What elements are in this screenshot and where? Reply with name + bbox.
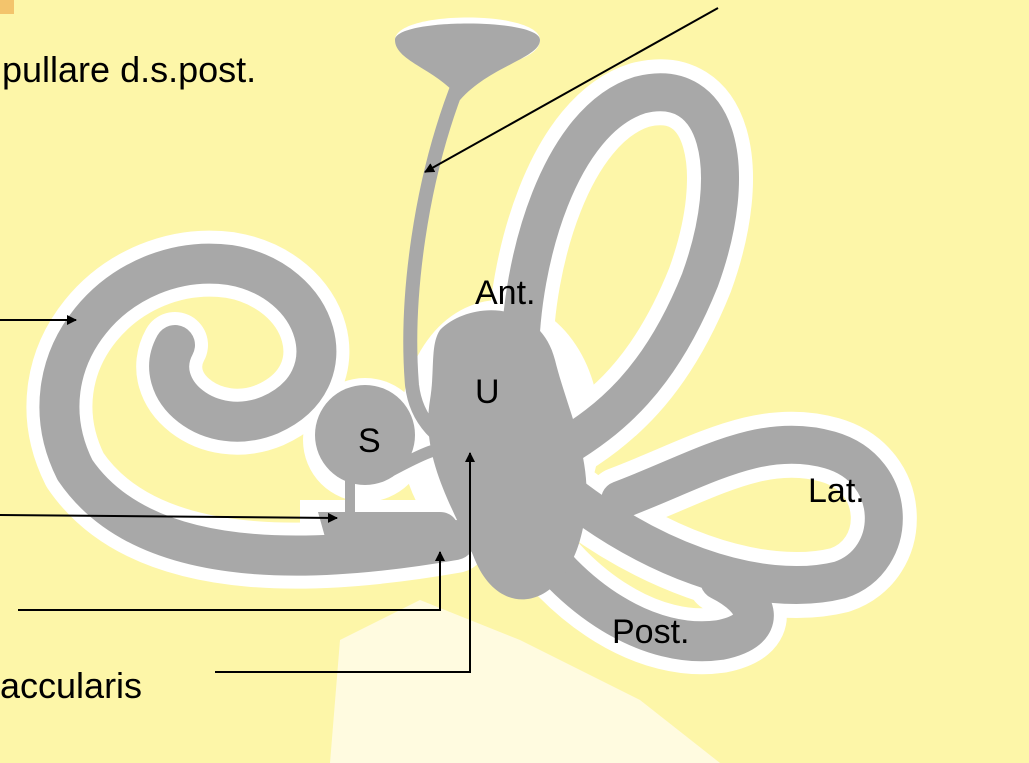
posterior-canal	[500, 500, 774, 662]
saccule-body	[315, 385, 415, 485]
bone-light-region	[330, 600, 720, 763]
anterior-canal	[501, 73, 739, 469]
pointer-ductus-reuniens	[0, 512, 338, 523]
label-utricle: U	[475, 373, 500, 411]
utricle-body	[428, 310, 587, 600]
pointer-cochlear-base	[18, 551, 445, 611]
label-posterior: Post.	[612, 613, 690, 651]
label-anterior: Ant.	[475, 274, 536, 312]
label-lateral: Lat.	[808, 472, 865, 510]
pointer-lines	[0, 7, 719, 673]
label-saccularis: accularis	[0, 665, 143, 706]
cochlear-duct	[39, 243, 475, 576]
lateral-canal	[521, 425, 903, 605]
cochlear-base	[318, 512, 459, 555]
pointer-endolymphatic-duct	[424, 7, 719, 173]
top-left-corner-accent	[0, 0, 14, 14]
labyrinth-fills	[315, 23, 587, 600]
endolymphatic-sac	[395, 23, 540, 100]
labyrinth-tubes	[39, 73, 903, 662]
pointer-utriculosaccular	[215, 452, 475, 673]
label-ampullare: pullare d.s.post.	[2, 49, 257, 90]
label-saccule: S	[358, 422, 381, 460]
